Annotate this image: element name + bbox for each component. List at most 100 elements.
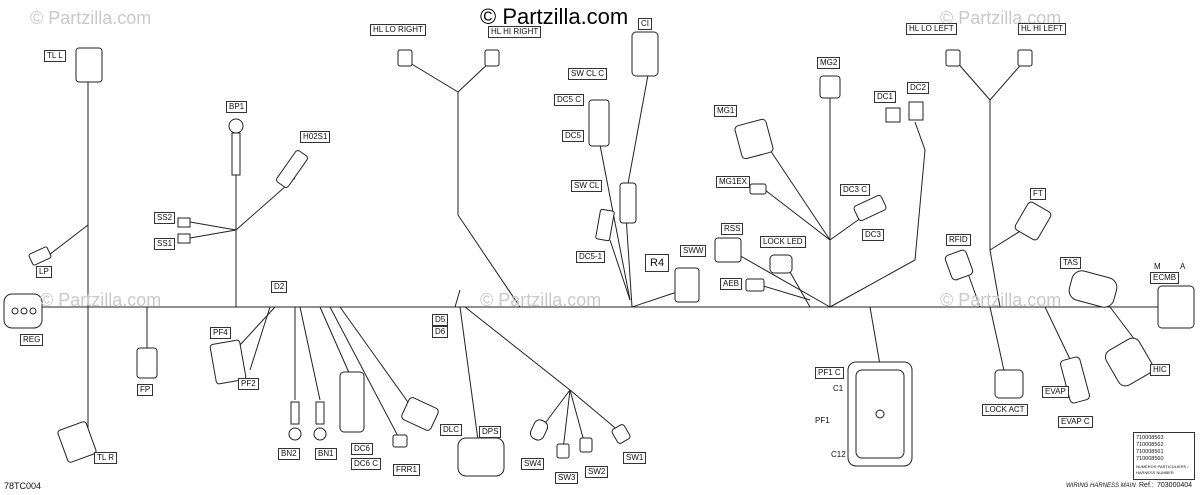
label-mg1ex: MG1EX: [716, 176, 751, 188]
wire-lock-led: [789, 271, 811, 308]
label-sw2: SW2: [585, 466, 609, 478]
wire-mg1ex: [764, 189, 831, 241]
connector-dc3: [853, 194, 887, 222]
connector-bp1: [228, 118, 244, 134]
label-r4: R4: [645, 254, 670, 272]
label-dlc: DLC: [440, 424, 463, 436]
wire-lock-act: [989, 306, 1006, 376]
connector-ci: [631, 31, 659, 77]
label-ci: CI: [638, 18, 652, 30]
connector-dc6: [339, 371, 365, 433]
label-sww: SWW: [680, 245, 707, 257]
label-rfid: RFID: [946, 234, 971, 246]
label-tas: TAS: [1060, 257, 1081, 269]
connector-pf4: [209, 339, 247, 385]
label-sw3: SW3: [555, 472, 579, 484]
label-dps: DPS: [479, 426, 502, 438]
footer-ref-number: 703000404: [1157, 482, 1193, 489]
label-ft: FT: [1030, 188, 1046, 200]
part-number: 710008560: [1136, 456, 1164, 462]
connector-dlc: [401, 397, 439, 431]
connector-sw1: [611, 424, 631, 444]
part-number: 710008561: [1136, 449, 1164, 455]
part-number: 710008562: [1136, 442, 1164, 448]
watermark: © Partzilla.com: [940, 290, 1062, 310]
label-tl-l: TL L: [44, 50, 66, 62]
label-sw4: SW4: [521, 458, 545, 470]
wire-ss: [189, 221, 237, 231]
label-tl-r: TL R: [94, 452, 118, 464]
label-rss: RSS: [721, 223, 744, 235]
wire-dlc: [339, 306, 411, 406]
part-number: 710008563: [1136, 435, 1164, 441]
connector-mg1: [734, 118, 774, 160]
wire-sw-group: [464, 306, 571, 391]
label-lp: LP: [36, 266, 52, 278]
connector-hl-hi-left: [1017, 49, 1033, 67]
connector-h02s1: [276, 150, 308, 188]
connector-pf1: [847, 361, 913, 467]
label-pf2: PF2: [238, 378, 259, 390]
label-ss2: SS2: [154, 212, 176, 224]
footer-ref-label: Ref.:: [1139, 482, 1154, 489]
label-sw-cl-c: SW CL C: [568, 68, 608, 80]
connector-sw4: [529, 419, 549, 441]
watermark: © Partzilla.com: [30, 8, 152, 28]
label-pf1-c: PF1 C: [815, 367, 844, 379]
connector-tl-l: [75, 47, 103, 83]
label-dc6-c: DC6 C: [351, 458, 382, 470]
wire-dc5-1: [609, 239, 631, 301]
label-evap: EVAP: [1042, 386, 1069, 398]
label-hl-lo-right: HL LO RIGHT: [370, 24, 426, 36]
label-dc1: DC1: [874, 91, 897, 103]
pf1-pin-c12: C12: [831, 450, 846, 459]
connector-dc1: [885, 107, 901, 123]
connector-ft: [1014, 201, 1052, 241]
connector-lock-act: [994, 369, 1024, 399]
connector-fp: [136, 347, 158, 379]
wire-frr1: [329, 306, 401, 441]
connector-sw2: [579, 437, 593, 453]
label-bn2: BN2: [278, 448, 300, 460]
connector-aeb: [745, 278, 765, 292]
label-dc5-1: DC5-1: [576, 251, 606, 263]
label-ss1: SS1: [154, 238, 176, 250]
label-sw1: SW1: [623, 452, 647, 464]
wire-d5d6: [454, 289, 461, 308]
connector-dc5-1: [595, 208, 615, 242]
label-hic: HIC: [1150, 364, 1170, 376]
wire-hl-hi-left: [989, 59, 1026, 101]
wire-dc1-dc2: [829, 121, 926, 308]
wire-hl-lo-right: [404, 59, 459, 93]
label-hl-hi-left: HL HI LEFT: [1018, 23, 1066, 35]
connector-hic: [1104, 337, 1154, 387]
wire-pf2: [249, 306, 271, 371]
wire-dps: [459, 306, 479, 441]
connector-bn1: [315, 401, 325, 425]
label-ecmb: ECMB: [1150, 272, 1180, 284]
connector-sw3: [556, 443, 570, 459]
label-frr1: FRR1: [393, 464, 420, 476]
connector-dc2: [908, 101, 924, 121]
connector-reg: [3, 293, 43, 329]
connector-sww: [674, 267, 700, 303]
connector-hl-lo-right: [397, 49, 413, 67]
part-number-box: [1133, 432, 1195, 480]
connector-ss2: [177, 217, 191, 228]
pf1-pin-c1: C1: [833, 384, 844, 393]
watermark: © Partzilla.com: [40, 290, 162, 310]
wire-hl-left-main: [989, 100, 1001, 308]
label-hl-hi-right: HL HI RIGHT: [488, 26, 542, 38]
connector-mg2: [819, 75, 841, 99]
connector-dps: [457, 437, 505, 477]
wire-mg1: [769, 149, 831, 307]
label-hl-lo-left: HL LO LEFT: [906, 23, 957, 35]
wire-hl-lo-left: [954, 59, 991, 101]
connector-tl-r: [57, 421, 97, 463]
watermark: © Partzilla.com: [480, 290, 602, 310]
label-mg2: MG2: [817, 57, 841, 69]
connector-ss1: [177, 233, 191, 244]
wire-lp: [44, 224, 89, 259]
connector-tas: [1068, 270, 1118, 308]
